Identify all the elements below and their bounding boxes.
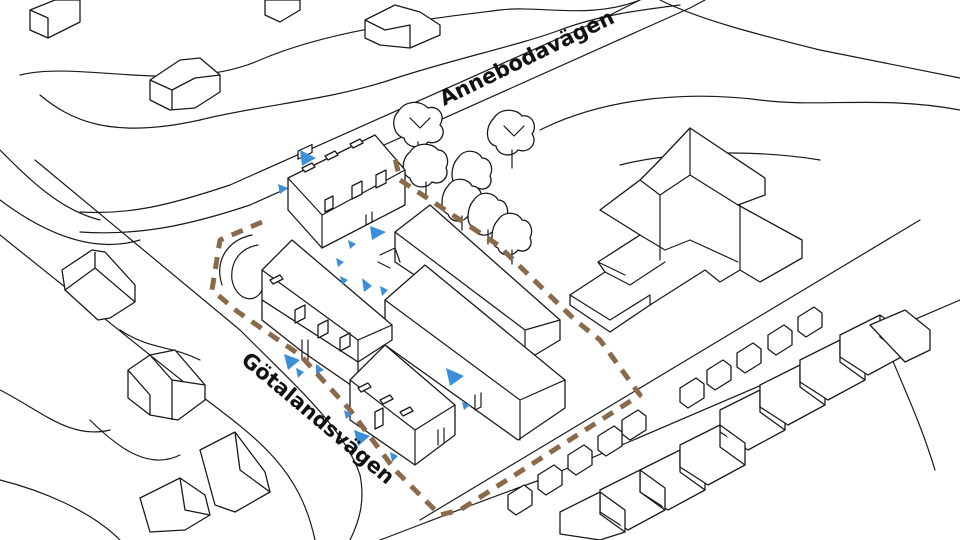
building-south-block <box>349 344 482 466</box>
small-house-row-a <box>507 306 823 516</box>
site-boundary <box>209 157 643 518</box>
entrance-arrows <box>278 150 470 462</box>
entrance-arrow-icon <box>462 402 470 410</box>
building-north-block <box>287 134 406 249</box>
building-sw-1 <box>199 431 271 513</box>
entrance-arrow-icon <box>316 364 324 374</box>
entrance-arrow-icon <box>340 276 348 285</box>
terrace-row-b <box>719 309 931 451</box>
entrance-arrow-icon <box>390 452 398 462</box>
building-n-2 <box>364 4 441 49</box>
terrace-row-c <box>559 424 746 540</box>
road-label-annebodavagen: Annebodavägen <box>436 5 618 110</box>
entrance-arrow-icon <box>278 184 288 194</box>
entrance-arrow-icon <box>370 226 386 240</box>
building-w-2 <box>127 349 206 421</box>
site-buildings <box>261 134 566 466</box>
row-houses <box>507 306 931 540</box>
entrance-arrow-icon <box>296 368 304 378</box>
entrance-arrow-icon <box>344 410 352 419</box>
entrance-arrow-icon <box>336 258 344 267</box>
trees <box>393 101 536 265</box>
building-n-1 <box>264 0 301 23</box>
entrance-arrow-icon <box>380 286 388 296</box>
building-west-long-block <box>261 239 393 391</box>
entrance-arrow-icon <box>354 430 370 446</box>
entrance-arrow-icon <box>362 278 372 292</box>
entrance-arrow-icon <box>348 240 356 249</box>
tree-icon <box>491 212 533 265</box>
building-n-3 <box>149 57 221 111</box>
entrance-arrow-icon <box>284 354 300 370</box>
building-w-1 <box>61 249 136 321</box>
building-e-large <box>569 127 803 333</box>
tree-icon <box>402 143 449 199</box>
surrounding-buildings <box>29 0 803 533</box>
entrance-arrow-icon <box>300 150 316 166</box>
tree-icon <box>486 109 536 169</box>
building-east-long-block <box>377 204 566 441</box>
entrance-arrow-icon <box>446 368 464 386</box>
building-nw-1 <box>29 0 81 39</box>
building-sw-2 <box>139 477 211 533</box>
